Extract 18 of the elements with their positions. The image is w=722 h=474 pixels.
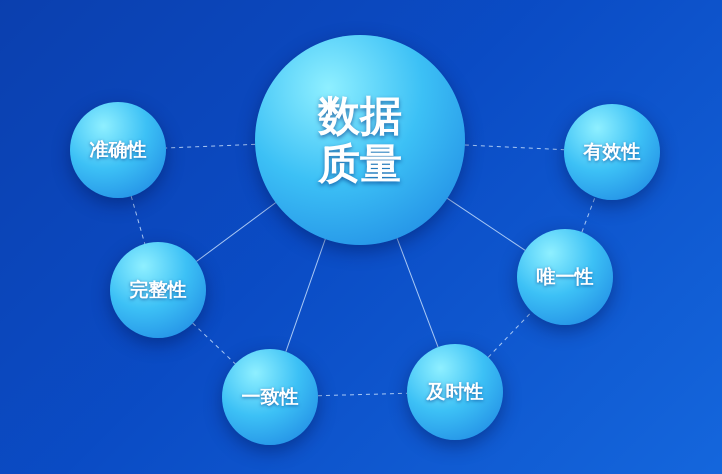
node-label: 准确性: [90, 138, 146, 163]
connector-line: [396, 238, 439, 348]
node-label: 有效性: [584, 140, 640, 165]
connector-line: [581, 196, 596, 233]
connector-line: [192, 322, 236, 364]
node-label: 及时性: [426, 380, 484, 405]
node-label: 唯一性: [536, 264, 594, 290]
connector-line: [196, 202, 276, 262]
connector-line: [165, 144, 256, 149]
connector-line: [488, 311, 532, 358]
connector-line: [317, 392, 408, 396]
node-label: 完整性: [130, 278, 186, 303]
connector-line: [446, 198, 526, 251]
node-label: 数据质量: [316, 92, 403, 188]
connector-line: [285, 238, 326, 352]
connector-line: [130, 196, 146, 244]
node-label: 一致性: [242, 384, 298, 410]
connector-line: [464, 144, 565, 150]
